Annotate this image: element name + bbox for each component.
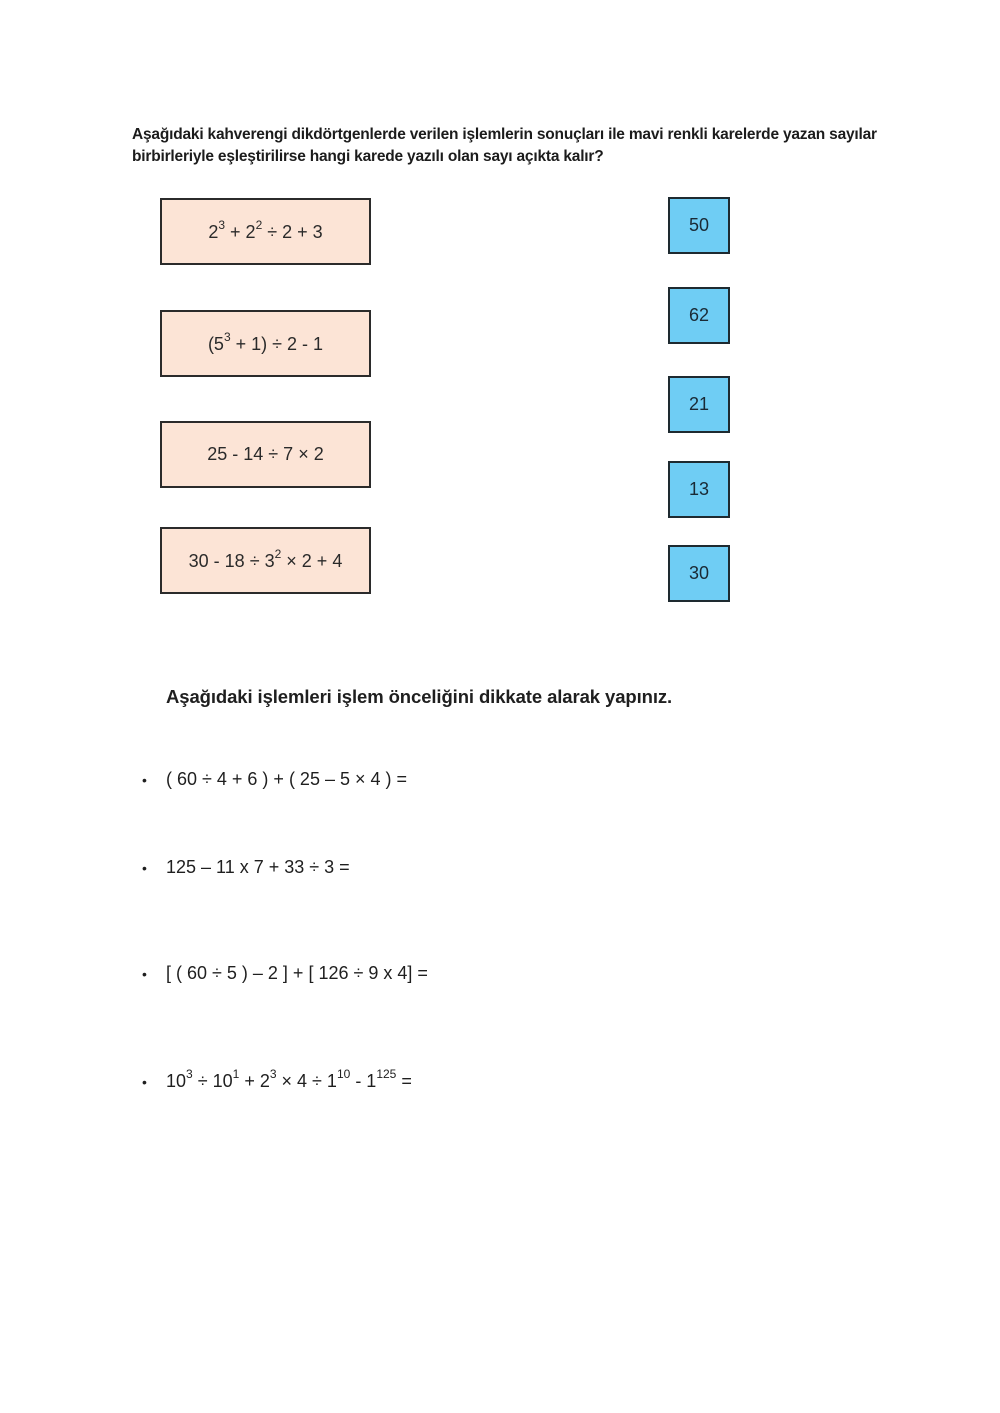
number-box-4[interactable]: 13 — [668, 461, 730, 518]
bullet-icon: • — [142, 772, 147, 788]
question-text: Aşağıdaki kahverengi dikdörtgenlerde ver… — [132, 126, 877, 165]
number-value: 50 — [688, 215, 710, 235]
expression-box-2[interactable]: (53 + 1) ÷ 2 - 1 — [160, 310, 371, 377]
number-value: 62 — [688, 305, 710, 325]
expression-text: (53 + 1) ÷ 2 - 1 — [207, 330, 324, 354]
task-item-1: • ( 60 ÷ 4 + 6 ) + ( 25 – 5 × 4 ) = — [142, 769, 407, 790]
task-expression: 125 – 11 x 7 + 33 ÷ 3 = — [166, 857, 350, 877]
number-box-5[interactable]: 30 — [668, 545, 730, 602]
expression-text: 30 - 18 ÷ 32 × 2 + 4 — [188, 547, 343, 571]
section-title: Aşağıdaki işlemleri işlem önceliğini dik… — [166, 686, 673, 707]
expression-box-1[interactable]: 23 + 22 ÷ 2 + 3 — [160, 198, 371, 265]
bullet-icon: • — [142, 1074, 147, 1090]
number-value: 21 — [688, 394, 710, 414]
expression-text: 25 - 14 ÷ 7 × 2 — [207, 444, 324, 464]
task-item-2: • 125 – 11 x 7 + 33 ÷ 3 = — [142, 857, 350, 878]
task-expression: 103 ÷ 101 + 23 × 4 ÷ 110 - 1125 = — [166, 1067, 412, 1091]
task-item-4: • 103 ÷ 101 + 23 × 4 ÷ 110 - 1125 = — [142, 1067, 412, 1092]
number-box-1[interactable]: 50 — [668, 197, 730, 254]
bullet-icon: • — [142, 966, 147, 982]
number-value: 13 — [688, 479, 710, 499]
expression-text: 23 + 22 ÷ 2 + 3 — [208, 218, 323, 242]
number-value: 30 — [688, 563, 710, 583]
task-expression: [ ( 60 ÷ 5 ) – 2 ] + [ 126 ÷ 9 x 4] = — [166, 963, 428, 983]
bullet-icon: • — [142, 860, 147, 876]
expression-box-3[interactable]: 25 - 14 ÷ 7 × 2 — [160, 421, 371, 488]
number-box-2[interactable]: 62 — [668, 287, 730, 344]
task-expression: ( 60 ÷ 4 + 6 ) + ( 25 – 5 × 4 ) = — [166, 769, 408, 789]
expression-box-4[interactable]: 30 - 18 ÷ 32 × 2 + 4 — [160, 527, 371, 594]
task-item-3: • [ ( 60 ÷ 5 ) – 2 ] + [ 126 ÷ 9 x 4] = — [142, 963, 428, 984]
number-box-3[interactable]: 21 — [668, 376, 730, 433]
